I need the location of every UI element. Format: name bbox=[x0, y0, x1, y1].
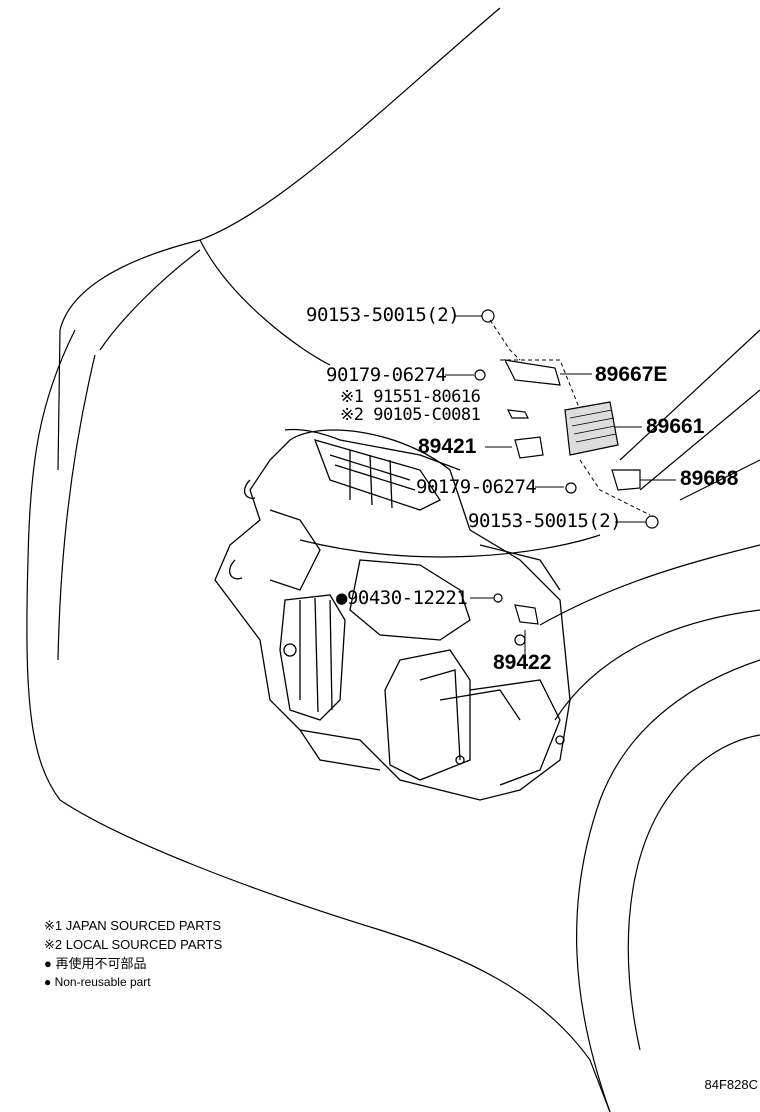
callout-89661[interactable]: 89661 bbox=[646, 415, 705, 438]
callout-screw-jp[interactable]: ※1 91551-80616 bbox=[340, 387, 481, 407]
vehicle-body-outline bbox=[26, 7, 760, 1112]
callout-nut-mid[interactable]: 90179-06274 bbox=[416, 476, 537, 498]
computer-89661-icon bbox=[564, 401, 619, 456]
bracket-89668-icon bbox=[611, 469, 641, 491]
bolt-top-icon bbox=[481, 309, 495, 323]
diagram-code: 84F828C bbox=[704, 1077, 758, 1092]
legend-nonreusable-jp: ● 再使用不可部品 bbox=[44, 956, 147, 971]
callout-bolt-mid[interactable]: 90153-50015(2) bbox=[468, 510, 622, 532]
legend: ※1 JAPAN SOURCED PARTS ※2 LOCAL SOURCED … bbox=[44, 916, 222, 992]
callout-89422[interactable]: 89422 bbox=[493, 651, 552, 674]
leader-lines bbox=[445, 315, 676, 655]
callout-nut-top[interactable]: 90179-06274 bbox=[326, 364, 447, 386]
callout-89668[interactable]: 89668 bbox=[680, 467, 739, 490]
legend-nonreusable-en: ● Non-reusable part bbox=[44, 975, 151, 989]
part-icons bbox=[474, 309, 659, 625]
callout-89421[interactable]: 89421 bbox=[418, 435, 477, 458]
bracket-89667e-icon bbox=[503, 359, 561, 386]
gasket-icon bbox=[493, 593, 503, 603]
screw-icon bbox=[506, 409, 529, 419]
nut-mid-icon bbox=[565, 482, 577, 494]
bolt-mid-icon bbox=[645, 515, 659, 529]
callout-89667e[interactable]: 89667E bbox=[595, 363, 668, 386]
sensor-89421-icon bbox=[514, 436, 544, 459]
nut-top-icon bbox=[474, 369, 486, 381]
sensor-89422-icon bbox=[514, 604, 539, 625]
callout-bolt-top[interactable]: 90153-50015(2) bbox=[306, 304, 460, 326]
callout-screw-local[interactable]: ※2 90105-C0081 bbox=[340, 405, 481, 425]
callout-gasket[interactable]: ●90430-12221 bbox=[336, 587, 468, 609]
legend-japan: ※1 JAPAN SOURCED PARTS bbox=[44, 918, 222, 933]
engine-assembly bbox=[214, 428, 571, 801]
legend-local: ※2 LOCAL SOURCED PARTS bbox=[44, 937, 223, 952]
